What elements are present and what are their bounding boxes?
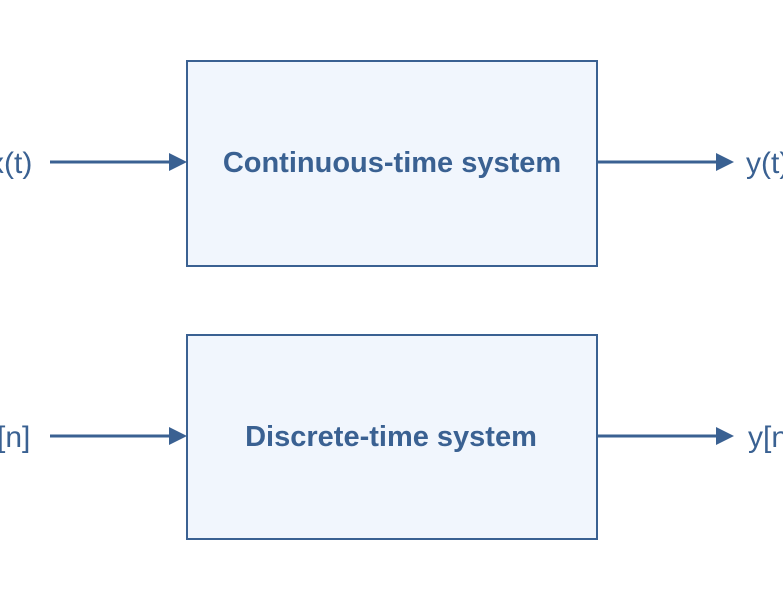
discrete-input-arrowhead xyxy=(169,427,187,445)
discrete-output-arrowhead xyxy=(716,427,734,445)
continuous-input-arrowhead xyxy=(169,153,187,171)
discrete-time-row: x[n] Discrete-time system y[n] xyxy=(0,334,783,540)
discrete-input-label: x[n] xyxy=(0,421,30,454)
continuous-input-label: x(t) xyxy=(0,147,32,180)
discrete-time-system-label: Discrete-time system xyxy=(245,421,537,453)
continuous-output-label: y(t) xyxy=(746,147,783,180)
continuous-output-arrowhead xyxy=(716,153,734,171)
continuous-time-system-label: Continuous-time system xyxy=(223,147,561,179)
discrete-output-label: y[n] xyxy=(748,421,783,454)
continuous-time-system-block xyxy=(186,60,598,267)
discrete-time-system-block xyxy=(186,334,598,540)
continuous-time-row: x(t) Continuous-time system y(t) xyxy=(0,60,783,267)
